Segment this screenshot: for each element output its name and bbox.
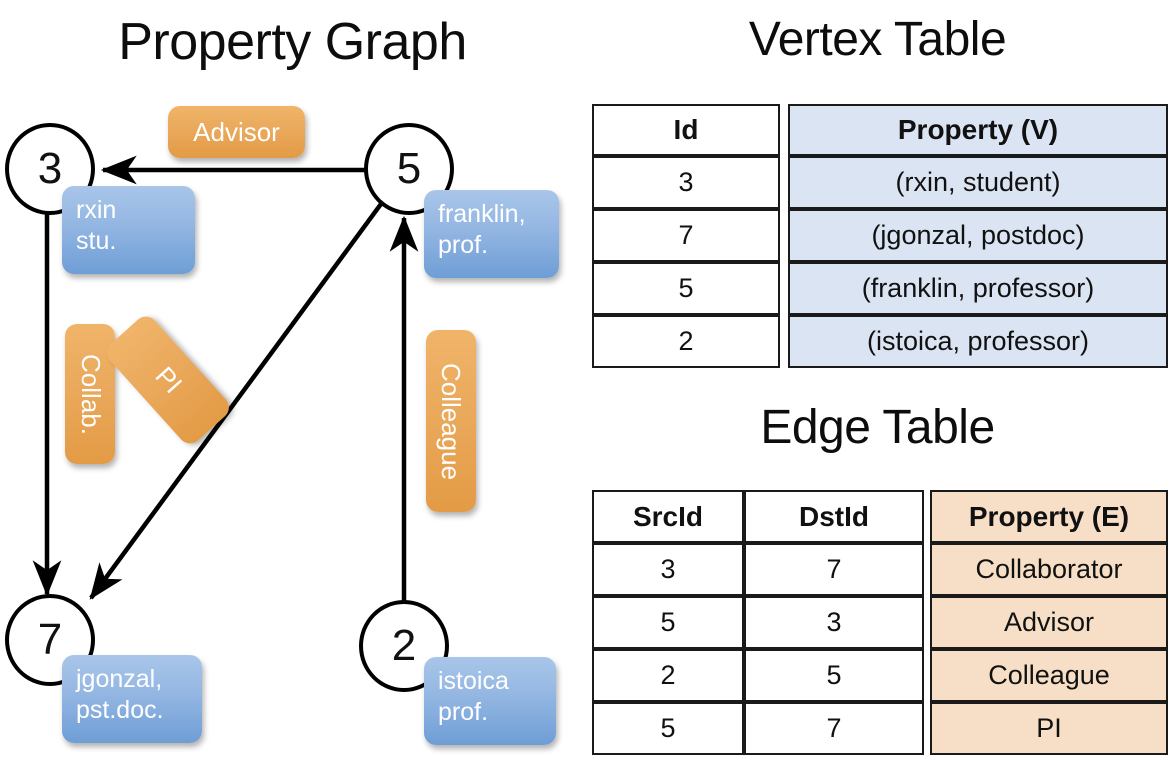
vertex-table-header-property: Property (V) [788,104,1168,156]
graph-node-2-id: 2 [391,621,417,670]
vertex-table: Id Property (V) 3 (rxin, student) 7 (jgo… [592,104,1168,368]
edge-cell-srcid: 5 [592,596,744,649]
edge-cell-srcid: 3 [592,543,744,596]
edge-cell-srcid: 5 [592,702,744,755]
edge-label-colleague[interactable]: Colleague [426,330,476,512]
edge-cell-dstid: 3 [744,596,924,649]
vertex-table-column-gap [780,262,788,315]
edge-cell-property: Advisor [930,596,1168,649]
vertex-table-column-gap [780,104,788,156]
graph-node-7-id: 7 [37,615,63,664]
edge-cell-dstid: 7 [744,543,924,596]
edge-table-header-dstid: DstId [744,490,924,543]
vertex-cell-id: 5 [592,262,780,315]
vertex-cell-id: 7 [592,209,780,262]
vertex-table-header-row: Id Property (V) [592,104,1168,156]
vertex-table-column-gap [780,209,788,262]
edge-cell-property: PI [930,702,1168,755]
graph-edge-lines [32,155,419,605]
table-row: 5 3 Advisor [592,596,1168,649]
vertex-cell-property: (jgonzal, postdoc) [788,209,1168,262]
table-row: 5 (franklin, professor) [592,262,1168,315]
table-row: 3 7 Collaborator [592,543,1168,596]
page-title-vertex-table: Vertex Table [748,13,1007,66]
edge-cell-property: Collaborator [930,543,1168,596]
edge-label-colleague-text: Colleague [436,362,467,480]
vertex-table-header-id: Id [592,104,780,156]
edge-label-advisor-text: Advisor [193,116,280,147]
table-row: 2 5 Colleague [592,649,1168,702]
edge-cell-srcid: 2 [592,649,744,702]
table-row: 5 7 PI [592,702,1168,755]
vertex-label-jgonzal[interactable]: jgonzal, pst.doc. [62,655,202,743]
edge-label-pi-text: PI [148,360,188,399]
page-title-edge-table: Edge Table [760,401,995,454]
vertex-cell-property: (rxin, student) [788,156,1168,209]
vertex-cell-property: (franklin, professor) [788,262,1168,315]
edge-line-pi [89,202,383,600]
edge-table-header-row: SrcId DstId Property (E) [592,490,1168,543]
vertex-cell-id: 2 [592,315,780,368]
edge-table-header-property: Property (E) [930,490,1168,543]
vertex-table-column-gap [780,315,788,368]
edge-label-advisor[interactable]: Advisor [168,106,305,158]
table-row: 7 (jgonzal, postdoc) [592,209,1168,262]
vertex-label-rxin[interactable]: rxin stu. [62,186,195,274]
edge-label-collab[interactable]: Collab. [65,324,115,464]
table-row: 2 (istoica, professor) [592,315,1168,368]
edge-label-collab-text: Collab. [75,353,106,435]
edge-table-header-srcid: SrcId [592,490,744,543]
vertex-label-istoica[interactable]: istoica prof. [424,657,556,745]
vertex-cell-id: 3 [592,156,780,209]
graph-node-5-id: 5 [396,144,422,193]
page-title-property-graph: Property Graph [118,13,467,71]
edge-table: SrcId DstId Property (E) 3 7 Collaborato… [592,490,1168,755]
graph-node-3-id: 3 [37,144,63,193]
vertex-label-franklin[interactable]: franklin, prof. [424,190,559,278]
vertex-cell-property: (istoica, professor) [788,315,1168,368]
graph-node-2[interactable]: 2 [359,600,449,692]
table-row: 3 (rxin, student) [592,156,1168,209]
edge-cell-dstid: 5 [744,649,924,702]
edge-cell-property: Colleague [930,649,1168,702]
property-graph-diagram: 3 5 7 2 rxin stu. franklin, prof. jgonza… [5,106,559,745]
edge-cell-dstid: 7 [744,702,924,755]
vertex-table-column-gap [780,156,788,209]
graph-node-5[interactable]: 5 [364,123,454,215]
